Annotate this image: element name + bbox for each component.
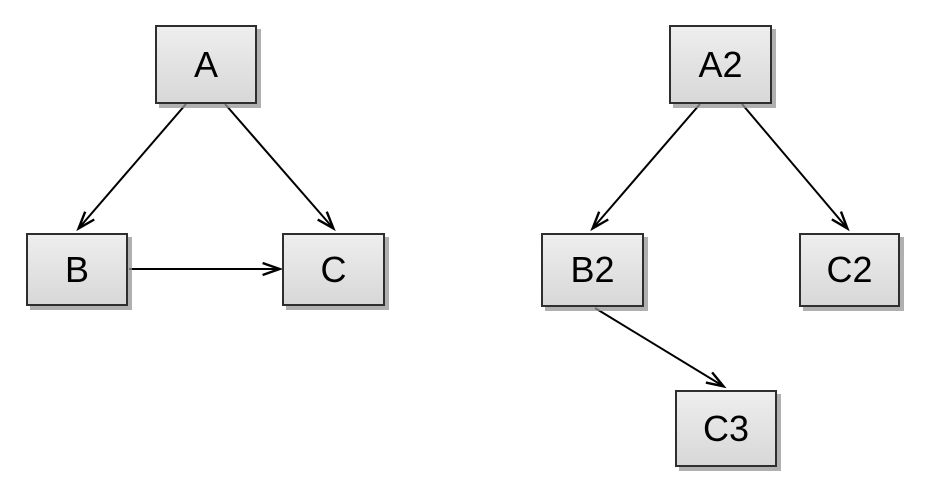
node-b2[interactable]: B2: [541, 233, 644, 307]
node-b[interactable]: B: [26, 233, 128, 306]
node-c3[interactable]: C3: [675, 390, 777, 467]
node-label: B: [64, 248, 89, 290]
node-label: A2: [698, 43, 743, 85]
edge-a-to-c: [224, 103, 336, 232]
node-a2[interactable]: A2: [669, 25, 772, 104]
node-label: A: [193, 43, 218, 85]
edge-a2-to-c2: [741, 103, 850, 232]
node-c[interactable]: C: [282, 233, 385, 306]
node-c2[interactable]: C2: [799, 233, 900, 307]
node-label: C2: [826, 249, 873, 290]
edges-group: [76, 103, 850, 389]
edge-b2-to-c3: [594, 307, 727, 389]
node-label: C: [320, 248, 347, 290]
edge-a2-to-b2: [590, 103, 701, 232]
node-a[interactable]: A: [155, 25, 257, 104]
node-label: C3: [702, 407, 750, 449]
node-label: B2: [570, 249, 615, 290]
edge-a-to-b: [76, 103, 187, 232]
